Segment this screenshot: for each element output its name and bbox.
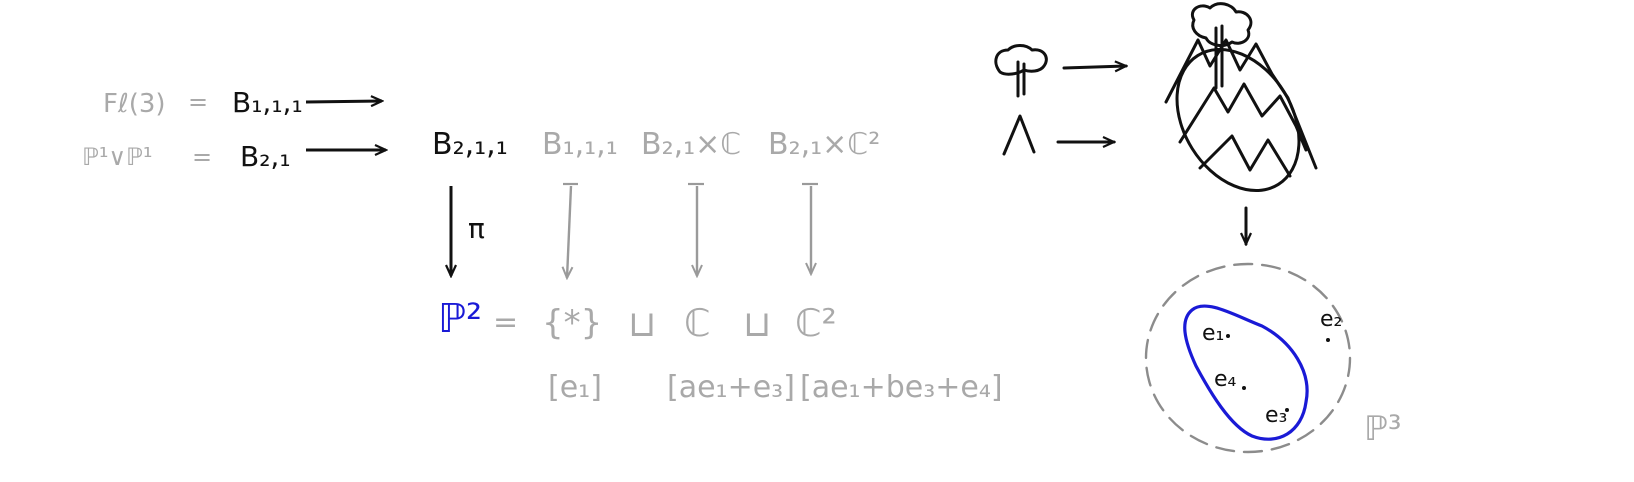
cloud-stem-icon: [994, 44, 1048, 98]
coprod-symbol-1: ⊔: [628, 304, 656, 345]
blue-curve: [1183, 304, 1309, 441]
b21-times-c2-label: B₂,₁×ℂ²: [768, 127, 880, 162]
b21-label-row2: B₂,₁: [240, 140, 291, 173]
p2-label: ℙ²: [438, 296, 482, 342]
arrow-cloud-to-surface: [1062, 66, 1126, 68]
right-diagram: [994, 2, 1352, 454]
e4-dot: [1242, 386, 1246, 390]
equals-sign-row1: =: [188, 88, 208, 116]
e2-dot: [1326, 338, 1330, 342]
arrow-b111-down: [567, 185, 571, 278]
equals-sign-row2: =: [192, 143, 212, 171]
tangled-surface-icon: [1164, 2, 1318, 193]
e4-label: e₄: [1214, 367, 1237, 392]
flag-variety-label: Fℓ(3): [103, 89, 166, 119]
c-label: ℂ: [684, 301, 711, 345]
e2-label: e₂: [1320, 307, 1342, 332]
e1-label: e₁: [1202, 321, 1224, 346]
gray-vertical-arrows: [563, 182, 818, 278]
b111-label: B₁,₁,₁: [542, 127, 618, 162]
b21-times-c-label: B₂,₁×ℂ: [641, 127, 741, 162]
coord-point: [e₁]: [548, 370, 602, 405]
b111-label-row1: B₁,₁,₁: [232, 86, 303, 119]
p3-label: ℙ³: [1364, 409, 1401, 449]
arrow-row1: [305, 101, 382, 102]
lambda-icon: [1002, 114, 1036, 156]
coprod-symbol-2: ⊔: [743, 304, 771, 345]
left-diagram: Fℓ(3) = B₁,₁,₁ ℙ¹∨ℙ¹ = B₂,₁ B₂,₁,₁ B₁,₁,…: [82, 86, 1003, 405]
point-label: {*}: [542, 303, 602, 343]
pi-label: π: [468, 212, 485, 245]
e1-dot: [1226, 334, 1230, 338]
coord-line: [ae₁+e₃]: [667, 370, 795, 405]
c2-label: ℂ²: [795, 301, 837, 345]
e3-label: e₃: [1265, 403, 1287, 428]
wedge-p1-label: ℙ¹∨ℙ¹: [82, 143, 152, 171]
b211-label: B₂,₁,₁: [432, 127, 508, 162]
e3-dot: [1285, 408, 1289, 412]
p3-dashed-circle: [1144, 262, 1352, 454]
right-diagram-labels: e₁ e₂ e₃ e₄ ℙ³: [1202, 307, 1401, 449]
coord-plane: [ae₁+be₃+e₄]: [800, 370, 1003, 405]
base-equals-sign: =: [493, 305, 518, 340]
